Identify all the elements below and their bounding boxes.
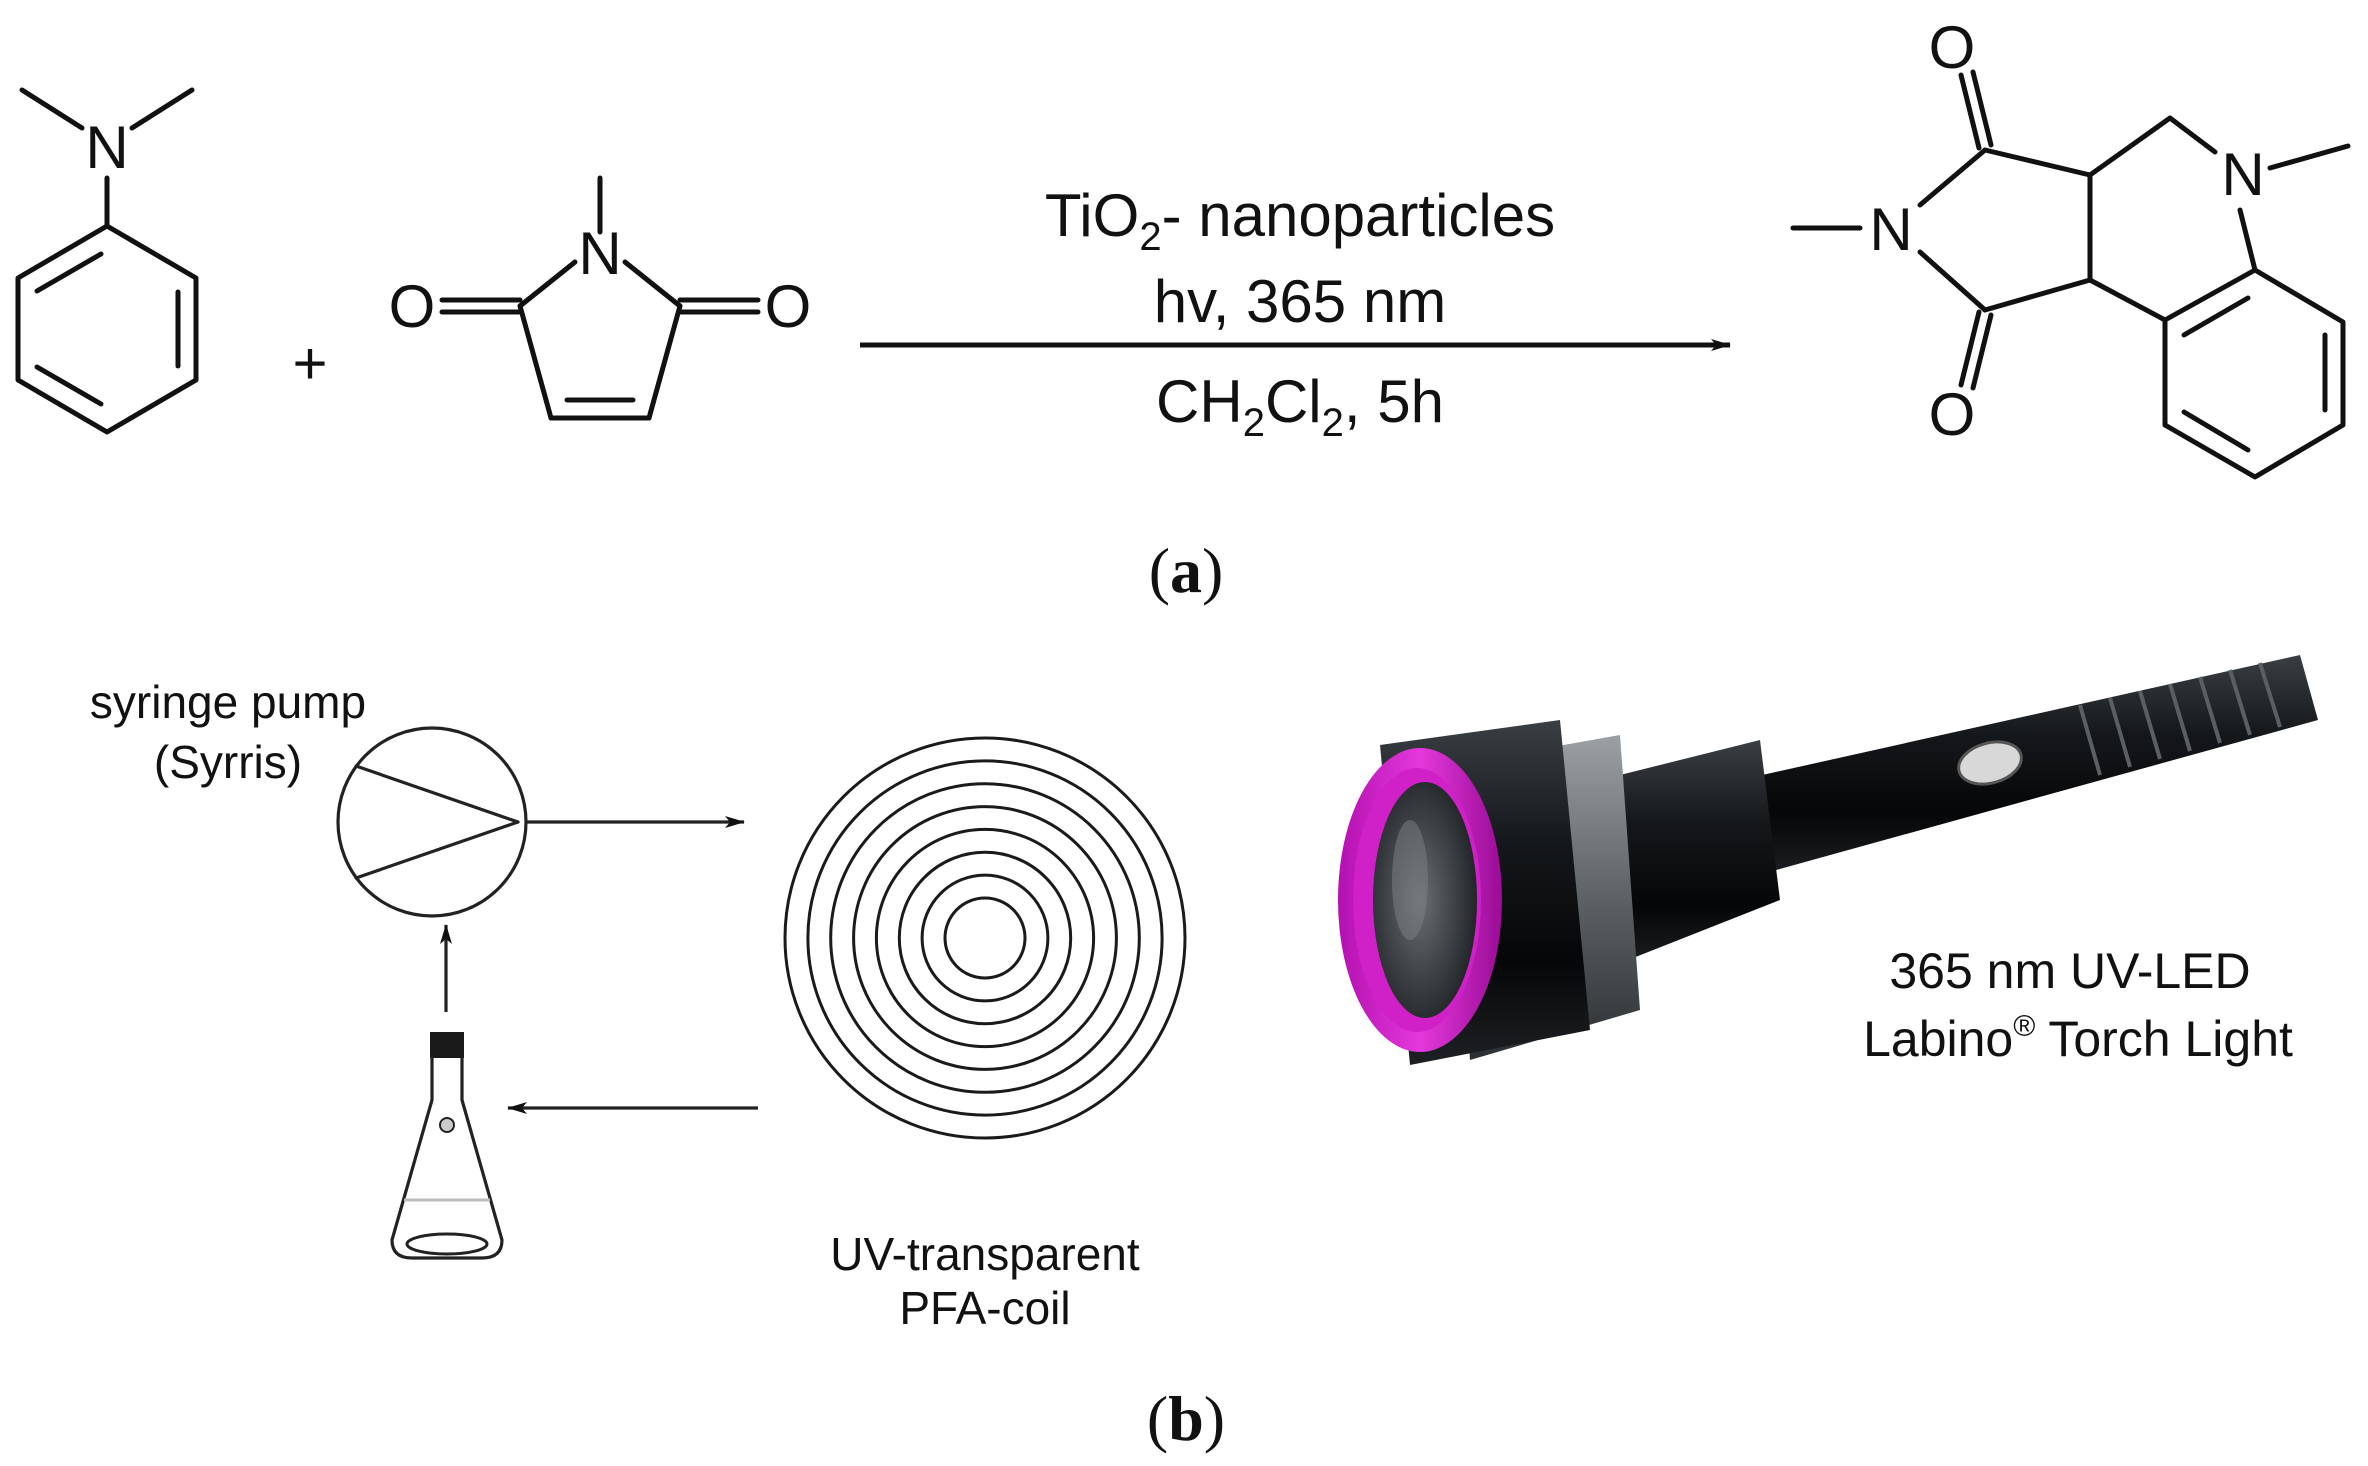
syringe-pump-symbol bbox=[336, 726, 528, 918]
n-methyl-bond-right bbox=[129, 87, 195, 131]
product-structure: N N O O bbox=[1790, 14, 2351, 480]
ring-bond bbox=[646, 303, 683, 421]
benzene-double-bond bbox=[34, 364, 104, 407]
coil-ring bbox=[943, 896, 1027, 980]
torch-label-line-2: Labino® Torch Light bbox=[1863, 1010, 2293, 1067]
coil-label-line-1: UV-transparent bbox=[830, 1228, 1140, 1280]
ring-bond bbox=[1982, 147, 2093, 178]
coil-ring bbox=[852, 805, 1118, 1071]
coil-ring bbox=[874, 827, 1096, 1049]
n-aryl-bond bbox=[2237, 207, 2258, 273]
reaction-scheme: N + N O O TiO2- nanoparticles hv, 365 nm… bbox=[15, 14, 2351, 606]
dimethylaniline-structure: N bbox=[15, 87, 199, 435]
benzene-double-bond bbox=[34, 251, 104, 294]
coil-ring bbox=[829, 782, 1141, 1094]
torch-lens-ring bbox=[1338, 748, 1502, 1052]
torch-grip-ridges bbox=[2078, 662, 2282, 776]
ring-bond bbox=[517, 303, 554, 421]
benzene-double-bond bbox=[2181, 409, 2251, 453]
ring-bond bbox=[517, 259, 578, 309]
oxygen-atom-label-left: O bbox=[389, 273, 436, 340]
benzene-ring bbox=[15, 223, 199, 435]
reaction-conditions: TiO2- nanoparticles hv, 365 nm CH2Cl2, 5… bbox=[860, 182, 1731, 445]
torch-tail bbox=[1740, 655, 2318, 880]
ch2-bond bbox=[2087, 115, 2173, 178]
coil-label-line-2: PFA-coil bbox=[899, 1282, 1070, 1334]
amine-methyl-bond bbox=[2267, 143, 2351, 171]
oxygen-atom-label-top: O bbox=[1929, 14, 1976, 81]
ring-bond bbox=[1917, 147, 1988, 208]
torch-label-line-1: 365 nm UV-LED bbox=[1889, 943, 2250, 999]
imide-nitrogen-label: N bbox=[1869, 196, 1912, 263]
product-benzene-ring bbox=[2162, 267, 2346, 480]
amine-nitrogen-label: N bbox=[2221, 141, 2264, 208]
nitrogen-atom-label: N bbox=[85, 114, 128, 181]
plus-sign: + bbox=[292, 330, 327, 397]
panel-label-a: (a) bbox=[1149, 535, 1224, 606]
reservoir-flask bbox=[390, 1032, 504, 1260]
pump-label-line-1: syringe pump bbox=[90, 676, 366, 728]
carbonyl-bond-bottom bbox=[1958, 309, 1982, 388]
irradiation-label: hv, 365 nm bbox=[1154, 268, 1446, 335]
solvent-time-label: CH2Cl2, 5h bbox=[1156, 368, 1444, 445]
uv-led-torch-photo bbox=[1338, 655, 2318, 1065]
ring-bond bbox=[622, 259, 683, 309]
carbonyl-bond-top bbox=[1958, 72, 1982, 151]
carbonyl-bond-bottom bbox=[1970, 312, 1994, 391]
aryl-bond bbox=[2087, 277, 2168, 323]
ring-bond bbox=[1917, 249, 1988, 313]
coil-ring bbox=[897, 850, 1073, 1026]
coil-ring bbox=[783, 736, 1187, 1140]
n-methyl-bond-left bbox=[19, 87, 85, 131]
coil-ring bbox=[806, 759, 1164, 1117]
carbonyl-bond-top bbox=[1970, 69, 1994, 148]
ch2-n-bond bbox=[2167, 115, 2218, 155]
pfa-coil bbox=[783, 736, 1187, 1140]
coil-ring bbox=[920, 873, 1050, 1003]
nitrogen-atom-label: N bbox=[578, 220, 621, 287]
oxygen-atom-label-right: O bbox=[765, 273, 812, 340]
catalyst-label: TiO2- nanoparticles bbox=[1045, 182, 1555, 259]
logo-badge bbox=[1957, 740, 2023, 786]
flow-setup: syringe pump (Syrris) UV-transparent PFA… bbox=[90, 655, 2318, 1454]
pump-label-line-2: (Syrris) bbox=[154, 736, 302, 788]
n-methylmaleimide-structure: N O O bbox=[389, 175, 812, 421]
panel-label-b: (b) bbox=[1147, 1383, 1225, 1454]
ring-bond bbox=[1982, 277, 2093, 313]
oxygen-atom-label-bottom: O bbox=[1929, 381, 1976, 448]
benzene-double-bond bbox=[2181, 295, 2251, 338]
